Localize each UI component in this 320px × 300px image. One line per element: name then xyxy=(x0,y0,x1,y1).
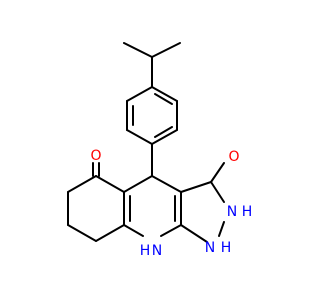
bond-c4-c4a xyxy=(123,175,153,193)
pyrazole-nh-2-nitrogen-label: N xyxy=(227,204,237,220)
bond-benzene-3 xyxy=(151,129,178,145)
cyclohexenone-ring xyxy=(67,175,125,242)
ketone-group xyxy=(92,162,100,177)
hydroxyl-oxygen-label: O xyxy=(228,149,239,165)
molecule-structure-drawing: O O N H N H H N xyxy=(67,42,253,259)
benzene-ring xyxy=(126,86,178,145)
bond-c5-c6 xyxy=(67,175,97,193)
bond-benzene-6 xyxy=(126,86,153,102)
bond-c3-oxygen xyxy=(210,162,225,183)
pyrazole-nh-1-nitrogen-label: N xyxy=(205,240,215,256)
bond-isopropyl-left-methyl xyxy=(123,42,153,58)
dihydropyridine-ring xyxy=(123,175,182,237)
bond-benzene-double-a xyxy=(154,93,173,105)
ketone-oxygen-label: O xyxy=(90,148,101,164)
bond-benzene-4 xyxy=(126,129,153,145)
pyrazole-nh-1-hydrogen-label: H xyxy=(221,240,232,256)
dihydropyridine-nh-hydrogen-label: H xyxy=(140,243,151,259)
bond-n1-c9a xyxy=(180,224,208,243)
bond-c4a-c5 xyxy=(95,175,125,193)
bond-benzene-double-b xyxy=(154,126,173,138)
bond-n2-n1 xyxy=(218,221,225,237)
bond-c3-n2 xyxy=(210,181,225,203)
bond-c7-c8 xyxy=(67,224,97,242)
bond-c8-c8a xyxy=(95,224,125,242)
bond-n9-c9a xyxy=(160,224,182,237)
bond-isopropyl-right-methyl xyxy=(151,42,181,58)
bond-benzene-1 xyxy=(151,86,178,102)
dihydropyridine-nh-nitrogen-label: N xyxy=(152,243,162,259)
pyrazole-ring xyxy=(180,181,225,243)
bond-c8a-n9 xyxy=(123,224,144,237)
bond-c3a-c4 xyxy=(151,175,182,193)
isopropyl-group xyxy=(123,42,181,88)
pyrazole-nh-2-hydrogen-label: H xyxy=(242,204,253,220)
bond-c3a-c3 xyxy=(180,181,212,193)
